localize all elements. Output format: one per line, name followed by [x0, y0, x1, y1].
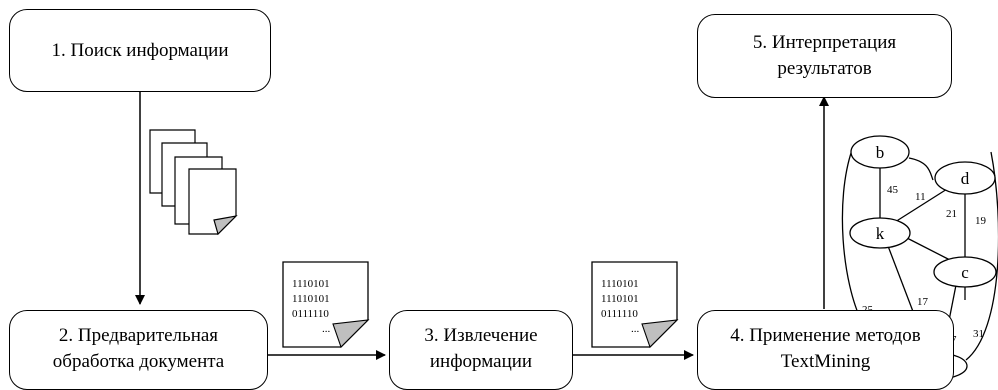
graph-node-label-b: b	[876, 143, 885, 162]
step-preprocess-line1: 2. Предварительная	[58, 325, 219, 346]
step-apply-line2: TextMining	[780, 351, 871, 372]
graph-edge-b-c	[908, 157, 934, 181]
step-extract-box: 3. Извлечение информации	[389, 310, 573, 390]
edge-weight-label: 19	[975, 215, 987, 227]
graph-node-d	[934, 161, 996, 195]
binary-line: ...	[322, 323, 331, 335]
binary-line: 1110101	[292, 293, 330, 305]
binary-line: 1110101	[601, 278, 639, 290]
step-interpret-line1: 5. Интерпретация	[752, 32, 897, 53]
step-search-label: 1. Поиск информации	[51, 39, 229, 61]
edge-weight-label: 45	[887, 184, 899, 196]
step-preprocess-box: 2. Предварительная обработка документа	[9, 310, 268, 390]
step-interpret-line2: результатов	[777, 58, 872, 79]
step-preprocess-line2: обработка документа	[52, 351, 225, 372]
step-apply-line1: 4. Применение методов	[730, 325, 921, 346]
edge-weight-label: 11	[915, 191, 926, 203]
step-extract-line2: информации	[429, 351, 533, 372]
graph-node-label-c: c	[961, 263, 969, 282]
edge-weight-label: 7	[951, 334, 957, 346]
binary-line: ...	[631, 323, 640, 335]
step-apply-box: 4. Применение методов TextMining	[697, 310, 954, 390]
binary-line: 0111110	[601, 308, 638, 320]
graph-node-k	[849, 217, 911, 249]
document-stack-icon	[149, 129, 238, 236]
step-interpret-box: 5. Интерпретация результатов	[697, 14, 952, 98]
binary-line: 1110101	[292, 278, 330, 290]
graph-node-label-d: d	[961, 169, 970, 188]
step-search-box: 1. Поиск информации	[9, 9, 271, 92]
graph-node-label-k: k	[876, 224, 885, 243]
graph-edge-k-c	[904, 236, 951, 261]
edge-weight-label: 21	[946, 208, 957, 220]
binary-line: 0111110	[292, 308, 329, 320]
step-extract-line1: 3. Извлечение	[424, 325, 538, 346]
binary-line: 1110101	[601, 293, 639, 305]
edge-weight-label: 17	[917, 296, 929, 308]
graph-node-b	[850, 135, 910, 169]
graph-node-c	[933, 256, 997, 288]
binary-document-icon-1: 1110101 1110101 0111110 ...	[282, 261, 370, 349]
edge-weight-label: 31	[973, 328, 984, 340]
binary-document-icon-2: 1110101 1110101 0111110 ...	[591, 261, 679, 349]
